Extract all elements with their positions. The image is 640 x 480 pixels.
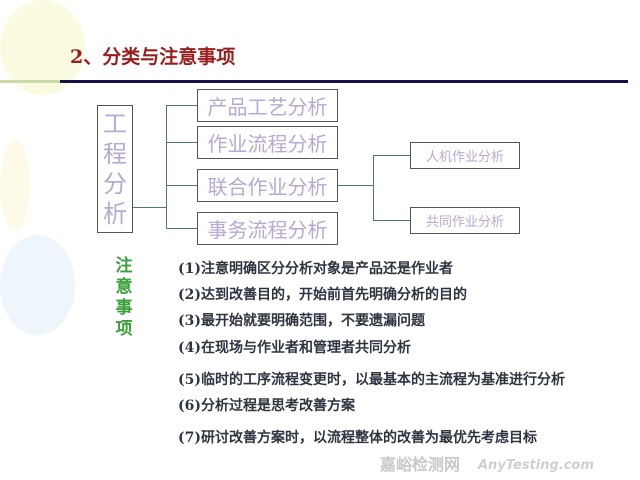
notes-heading-char: 事 [115,298,133,318]
root-char: 程 [103,140,127,168]
watermark-text: 嘉峪检测网 [380,455,461,474]
connector [338,185,373,186]
note-item: (4)在现场与作业者和管理者共同分析 [178,340,411,356]
title-rule-left [0,80,60,83]
note-item: (1)注意明确区分分析对象是产品还是作业者 [178,261,453,277]
note-item: (5)临时的工序流程变更时，以最基本的主流程为基准进行分析 [178,372,565,388]
title-rule [60,80,628,83]
sub-branch-box: 人机作业分析 [410,142,520,169]
root-char: 分 [103,170,127,198]
branch-box: 作业流程分析 [197,126,338,159]
connector [373,155,410,156]
root-box: 工 程 分 析 [97,105,133,233]
watermark-url: AnyTesting.com [478,458,594,473]
connector [166,105,167,228]
slide-title: 2、分类与注意事项 [70,46,236,68]
connector [166,142,197,143]
connector [166,228,197,229]
branch-box: 事务流程分析 [197,212,338,245]
connector [373,155,374,220]
branch-box: 产品工艺分析 [197,89,338,122]
connector [166,105,197,106]
connector [166,185,197,186]
connector [133,207,166,208]
notes-heading-char: 注 [115,256,133,276]
decor-circle [0,235,75,335]
note-item: (7)研讨改善方案时，以流程整体的改善为最优先考虑目标 [178,430,537,446]
connector [373,220,410,221]
note-item: (2)达到改善目的，开始前首先明确分析的目的 [178,287,467,303]
branch-box: 联合作业分析 [197,169,338,202]
notes-heading: 注 意 事 项 [112,256,136,340]
root-char: 析 [103,200,127,228]
note-item: (3)最开始就要明确范围，不要遗漏问题 [178,313,425,329]
sub-branch-box: 共同作业分析 [410,207,520,234]
notes-heading-char: 项 [115,319,133,339]
notes-heading-char: 意 [115,277,133,297]
decor-circle [0,140,30,230]
decor-circle [0,0,85,95]
root-char: 工 [103,110,127,138]
note-item: (6)分析过程是思考改善方案 [178,398,355,414]
